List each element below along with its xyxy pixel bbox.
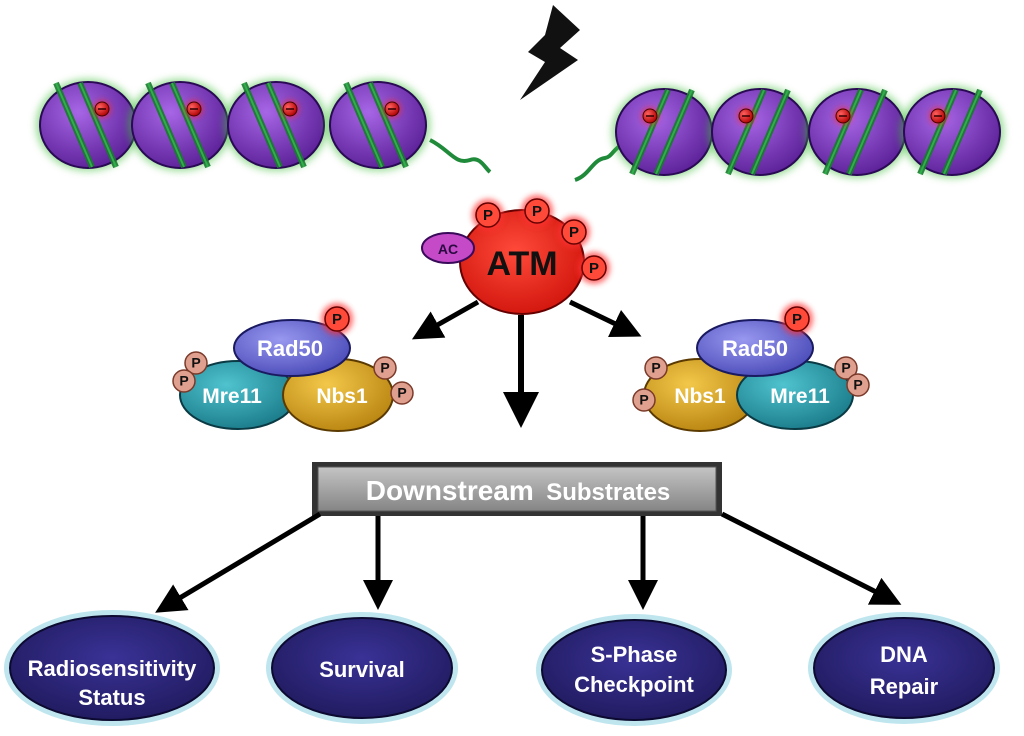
outcome-s-phase-checkpoint: S-Phase Checkpoint <box>536 614 732 726</box>
rad50-right <box>696 319 814 377</box>
arrow-to-dna-repair <box>720 511 902 605</box>
phosphate-group: P <box>781 303 813 335</box>
atm-complex: ATM AC P P P P <box>421 195 610 315</box>
acetyl-group <box>421 232 475 264</box>
nucleosome <box>805 86 909 178</box>
arrow-atm-to-left-mrn <box>411 299 480 340</box>
outcome-dna-repair: DNA Repair <box>808 612 1000 724</box>
phosphate-label: P <box>191 355 200 371</box>
phosphate-label: P <box>532 203 542 220</box>
dna-strand-right <box>574 143 623 182</box>
arrow-atm-to-right-mrn <box>568 299 642 337</box>
outcome-s-phase-line2: Checkpoint <box>574 672 694 697</box>
phosphate-group: P <box>373 356 397 380</box>
phosphate-group: P <box>390 381 414 405</box>
phosphate-group: P <box>632 388 656 412</box>
outcome-arrows <box>155 511 902 613</box>
arrow-to-radiosensitivity <box>155 511 322 613</box>
downstream-substrates-box: Downstream Substrates <box>312 462 722 516</box>
phosphate-label: P <box>853 377 862 393</box>
phosphate-group: P <box>578 252 610 284</box>
outcome-s-phase-line1: S-Phase <box>591 642 678 667</box>
outcome-radiosensitivity-line2: Status <box>78 685 145 710</box>
phosphate-group: P <box>644 356 668 380</box>
dna-strand-left <box>429 138 492 174</box>
rad50-left <box>233 319 351 377</box>
phosphate-group: P <box>558 216 590 248</box>
phosphate-group: P <box>321 303 353 335</box>
chromatin-left <box>36 79 492 174</box>
phosphate-label: P <box>332 311 342 328</box>
phosphate-label: P <box>179 373 188 389</box>
nucleosome <box>326 79 430 171</box>
phosphate-label: P <box>651 360 660 376</box>
phosphate-group: P <box>472 199 504 231</box>
phosphate-group: P <box>521 195 553 227</box>
phosphate-label: P <box>589 260 599 277</box>
rad50-right-label: Rad50 <box>722 336 788 361</box>
phosphate-group: P <box>846 373 870 397</box>
substrates-label-big: Downstream <box>366 475 534 506</box>
outcome-radiosensitivity-line1: Radiosensitivity <box>28 656 197 681</box>
outcome-radiosensitivity: Radiosensitivity Status <box>4 610 220 726</box>
phosphate-label: P <box>483 207 493 224</box>
mre11-right-label: Mre11 <box>770 385 830 408</box>
phosphate-label: P <box>569 224 579 241</box>
phosphate-group: P <box>834 356 858 380</box>
nucleosome <box>900 86 1004 178</box>
nucleosome <box>36 79 140 171</box>
phosphate-group: P <box>172 369 196 393</box>
outcome-dna-repair-line2: Repair <box>870 674 939 699</box>
phosphate-label: P <box>841 360 850 376</box>
atm-label: ATM <box>486 245 557 283</box>
acetyl-label: AC <box>438 241 458 257</box>
substrates-label: Downstream Substrates <box>366 475 671 506</box>
chromatin-right <box>574 86 1004 182</box>
substrates-label-small: Substrates <box>546 479 670 506</box>
nucleosome <box>128 79 232 171</box>
nucleosome <box>612 86 716 178</box>
outcome-survival-label: Survival <box>319 657 405 682</box>
nbs1-left-label: Nbs1 <box>316 385 368 408</box>
phosphate-label: P <box>792 311 802 328</box>
phosphate-label: P <box>639 392 648 408</box>
rad50-left-label: Rad50 <box>257 336 323 361</box>
lightning-bolt-icon <box>520 5 580 100</box>
nucleosome <box>224 79 328 171</box>
phosphate-label: P <box>397 385 406 401</box>
outcome-survival: Survival <box>266 612 458 724</box>
nbs1-right-label: Nbs1 <box>674 385 726 408</box>
atm-arrows <box>411 299 642 428</box>
nucleosome <box>708 86 812 178</box>
phosphate-label: P <box>380 360 389 376</box>
mre11-left-label: Mre11 <box>202 385 262 408</box>
outcome-dna-repair-line1: DNA <box>880 642 928 667</box>
phosphate-group: P <box>184 351 208 375</box>
